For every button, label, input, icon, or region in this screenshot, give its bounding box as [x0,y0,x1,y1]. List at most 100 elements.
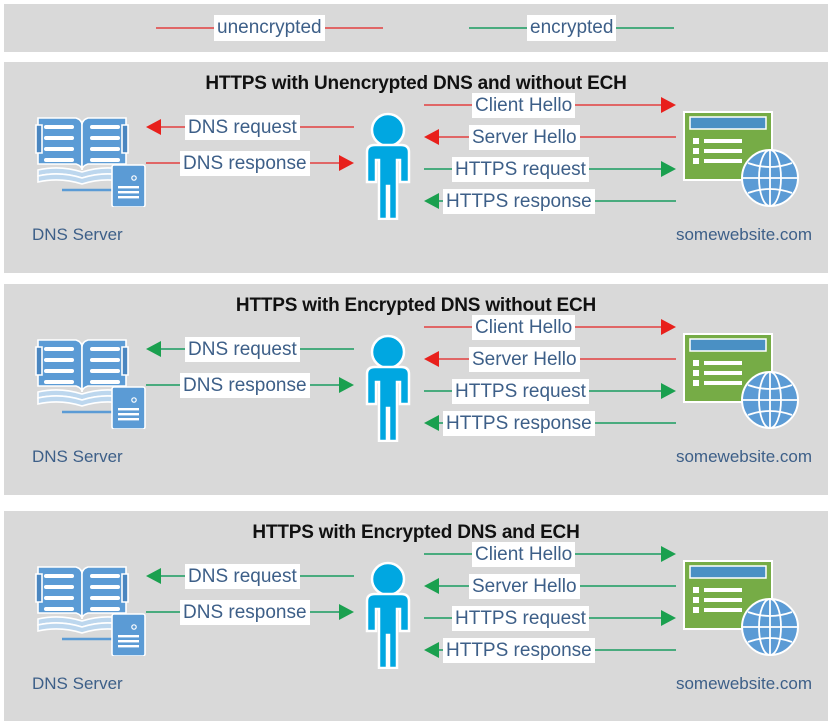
arrowhead-right-icon [661,97,676,113]
flow-line [439,200,443,202]
flow-https-response-3: HTTPS response [424,637,676,663]
flow-line [594,422,676,424]
flow-line [161,126,185,128]
flow-line [299,348,354,350]
scenario-panel-1: HTTPS with Unencrypted DNS and without E… [4,62,828,273]
dns-server-caption-1: DNS Server [32,225,123,244]
arrowhead-right-icon [661,383,676,399]
flow-line [146,384,180,386]
flow-line [579,136,676,138]
flow-line [588,390,661,392]
website-caption-1: somewebsite.com [675,225,813,244]
arrowhead-right-icon [661,546,676,562]
flow-line [161,575,185,577]
flow-label-client-hello: Client Hello [472,92,576,118]
flow-label-https-response: HTTPS response [443,410,595,436]
website-icon [682,332,800,432]
flow-line [594,200,676,202]
arrowhead-left-icon [424,642,439,658]
flow-https-response-1: HTTPS response [424,188,676,214]
flow-line [309,162,339,164]
arrowhead-right-icon [339,155,354,171]
legend-item-unencrypted: unencrypted [156,15,383,41]
legend-line-unencrypted-left [156,27,214,29]
flow-dns-response-1: DNS response [146,150,354,176]
flow-area-3: DNS Server [4,511,828,721]
arrowhead-right-icon [339,377,354,393]
flow-line [588,168,661,170]
flow-line [424,326,472,328]
flow-line [439,649,443,651]
arrowhead-left-icon [424,351,439,367]
arrowhead-left-icon [424,193,439,209]
website-icon [682,110,800,210]
legend-line-unencrypted-right [324,27,383,29]
website-caption-3: somewebsite.com [675,674,813,693]
user-person-icon [349,334,427,443]
legend-line-encrypted-right [616,27,675,29]
flow-label-https-request: HTTPS request [452,378,589,404]
flow-area-1: DNS Server [4,62,828,273]
arrowhead-left-icon [146,568,161,584]
flow-dns-request-2: DNS request [146,336,354,362]
flow-label-server-hello: Server Hello [469,124,580,150]
legend-label-unencrypted: unencrypted [214,15,325,41]
flow-server-hello-1: Server Hello [424,124,676,150]
flow-label-dns-request: DNS request [185,114,300,140]
arrowhead-left-icon [424,578,439,594]
flow-dns-request-3: DNS request [146,563,354,589]
flow-label-server-hello: Server Hello [469,573,580,599]
panel-title-3: HTTPS with Encrypted DNS and ECH [252,522,580,543]
dns-server-icon [32,334,152,430]
flow-label-https-request: HTTPS request [452,605,589,631]
arrowhead-right-icon [661,161,676,177]
flow-line [309,611,339,613]
flow-dns-response-2: DNS response [146,372,354,398]
flow-line [424,553,472,555]
dns-server-icon [32,112,152,208]
flow-client-hello-2: Client Hello [424,314,676,340]
flow-dns-request-1: DNS request [146,114,354,140]
legend-line-encrypted-left [469,27,527,29]
legend-label-encrypted: encrypted [527,15,617,41]
flow-server-hello-3: Server Hello [424,573,676,599]
panel-title-2: HTTPS with Encrypted DNS without ECH [235,295,597,316]
website-caption-2: somewebsite.com [675,447,813,466]
flow-line [424,104,472,106]
flow-line [161,348,185,350]
flow-line [575,104,661,106]
flow-line [439,136,469,138]
scenario-panel-2: HTTPS with Encrypted DNS without ECH [4,284,828,495]
flow-line [299,575,354,577]
dns-server-caption-2: DNS Server [32,447,123,466]
flow-line [588,617,661,619]
flow-line [579,358,676,360]
flow-client-hello-1: Client Hello [424,92,676,118]
flow-label-client-hello: Client Hello [472,541,576,567]
legend-item-encrypted: encrypted [469,15,675,41]
flow-dns-response-3: DNS response [146,599,354,625]
flow-line [424,617,452,619]
flow-area-2: DNS Server [4,284,828,495]
legend-row: unencrypted encrypted [4,4,828,52]
arrowhead-left-icon [424,129,439,145]
dns-server-caption-3: DNS Server [32,674,123,693]
arrowhead-right-icon [661,319,676,335]
arrowhead-right-icon [339,604,354,620]
flow-line [439,422,443,424]
flow-line [146,162,180,164]
website-icon [682,559,800,659]
user-person-icon [349,561,427,670]
flow-server-hello-2: Server Hello [424,346,676,372]
flow-https-request-1: HTTPS request [424,156,676,182]
flow-label-dns-response: DNS response [180,150,310,176]
legend-panel: unencrypted encrypted [4,4,828,52]
flow-line [579,585,676,587]
flow-label-dns-request: DNS request [185,563,300,589]
flow-label-https-response: HTTPS response [443,637,595,663]
panel-title-1: HTTPS with Unencrypted DNS and without E… [205,73,627,94]
flow-label-dns-response: DNS response [180,372,310,398]
flow-line [439,358,469,360]
flow-line [309,384,339,386]
arrowhead-left-icon [424,415,439,431]
